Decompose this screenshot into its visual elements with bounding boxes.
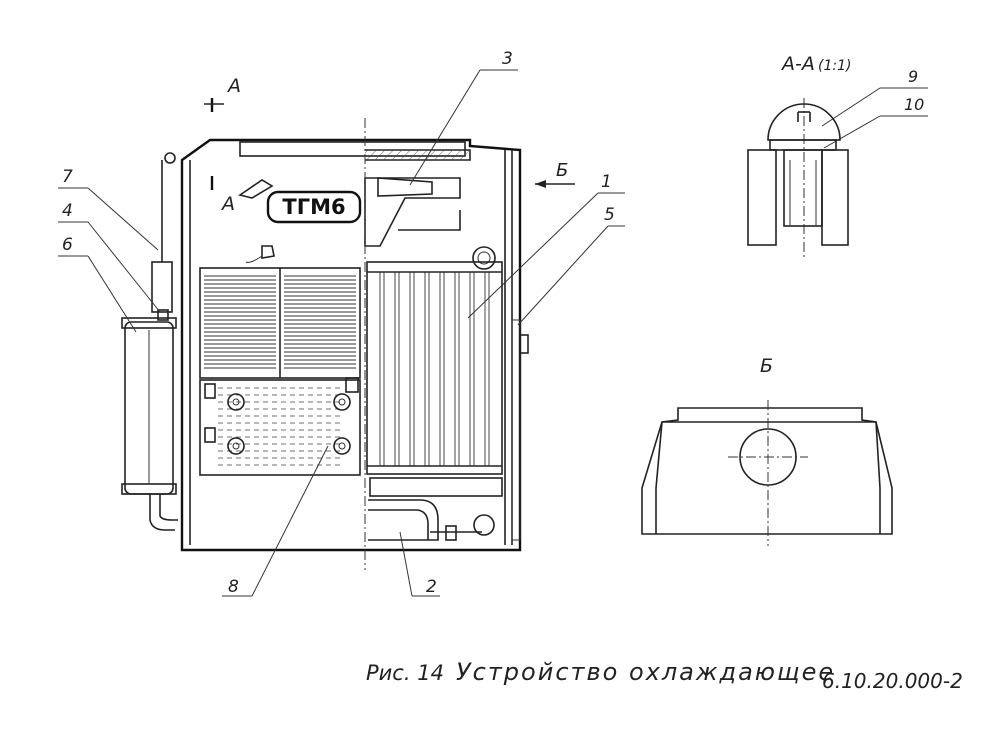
upper-pipe-bore xyxy=(477,251,491,265)
caption-code: 6.10.20.000-2 xyxy=(822,669,963,693)
callout-7: 7 xyxy=(62,167,73,187)
callout-5: 5 xyxy=(604,205,615,225)
lifting-lug xyxy=(261,245,275,259)
lower-pipe-flange xyxy=(473,514,495,536)
emblem-text: ТГМ6 xyxy=(282,195,345,219)
callout-10: 10 xyxy=(904,95,924,114)
callout-1: 1 xyxy=(601,172,612,192)
radiator-core-right xyxy=(366,261,503,475)
side-latch xyxy=(519,334,529,354)
inlet-duct xyxy=(364,177,461,247)
caption-figure: Рис. 14 xyxy=(366,661,444,685)
tank-outlet-pipe xyxy=(149,494,175,531)
callout-4: 4 xyxy=(62,201,73,221)
radiator-fins-left xyxy=(204,275,356,369)
clamp-bolts xyxy=(204,377,359,455)
callout-6: 6 xyxy=(62,235,73,255)
callout-3: 3 xyxy=(502,49,513,69)
screw-shank xyxy=(783,149,823,227)
expansion-tank-top-band xyxy=(121,317,177,329)
washer xyxy=(769,139,837,151)
section-a-a: А-А (1:1) xyxy=(747,53,851,258)
top-cover xyxy=(239,141,466,157)
filter-body xyxy=(151,261,173,313)
top-cover-hatch xyxy=(365,150,470,160)
inlet-nozzle xyxy=(377,177,433,197)
view-b: Б xyxy=(641,355,893,546)
callout-labels: 1 2 3 4 5 6 7 8 9 10 xyxy=(62,49,924,597)
lower-tank xyxy=(369,477,503,497)
emblem-arrow xyxy=(238,179,274,199)
section-title: А-А xyxy=(780,53,815,75)
view-arrow-label: Б xyxy=(556,160,568,181)
callout-2: 2 xyxy=(426,577,437,597)
radiator-tubes xyxy=(379,272,490,466)
lifting-chain xyxy=(245,255,263,263)
tank-outlet-pipe-inner xyxy=(159,494,178,521)
caption-title: Устройство охлаждающее xyxy=(456,658,835,686)
outlet-pipe xyxy=(368,499,439,541)
screw-head xyxy=(767,103,841,141)
main-view: ТГМ6 xyxy=(121,75,575,570)
section-mark-bottom: А xyxy=(220,193,235,215)
upper-pipe-flange xyxy=(472,246,496,270)
view-b-outline xyxy=(641,407,893,535)
expansion-tank-bottom-band xyxy=(121,483,177,495)
section-scale: (1:1) xyxy=(818,58,851,74)
view-title: Б xyxy=(760,355,773,377)
filter-nut xyxy=(157,309,169,321)
emblem-plate xyxy=(266,190,362,224)
housing-outline xyxy=(180,138,522,552)
seal-strip xyxy=(511,319,521,541)
section-mark-top: А xyxy=(226,75,241,97)
body-wall-left xyxy=(747,149,777,246)
leader-lines xyxy=(58,69,928,597)
view-b-right-bevel xyxy=(875,421,881,534)
filter-cap xyxy=(164,152,176,164)
caption: Рис. 14 Устройство охлаждающее 6.10.20.0… xyxy=(366,658,963,693)
view-b-left-bevel xyxy=(655,421,663,534)
lower-frame xyxy=(199,379,361,476)
outlet-pipe-inner xyxy=(368,509,429,540)
callout-8: 8 xyxy=(228,577,239,597)
body-wall-right xyxy=(821,149,849,246)
view-arrow-head xyxy=(535,180,546,188)
drain-valve xyxy=(445,525,457,541)
callout-9: 9 xyxy=(908,67,918,86)
inlet-duct-lower xyxy=(398,210,461,231)
